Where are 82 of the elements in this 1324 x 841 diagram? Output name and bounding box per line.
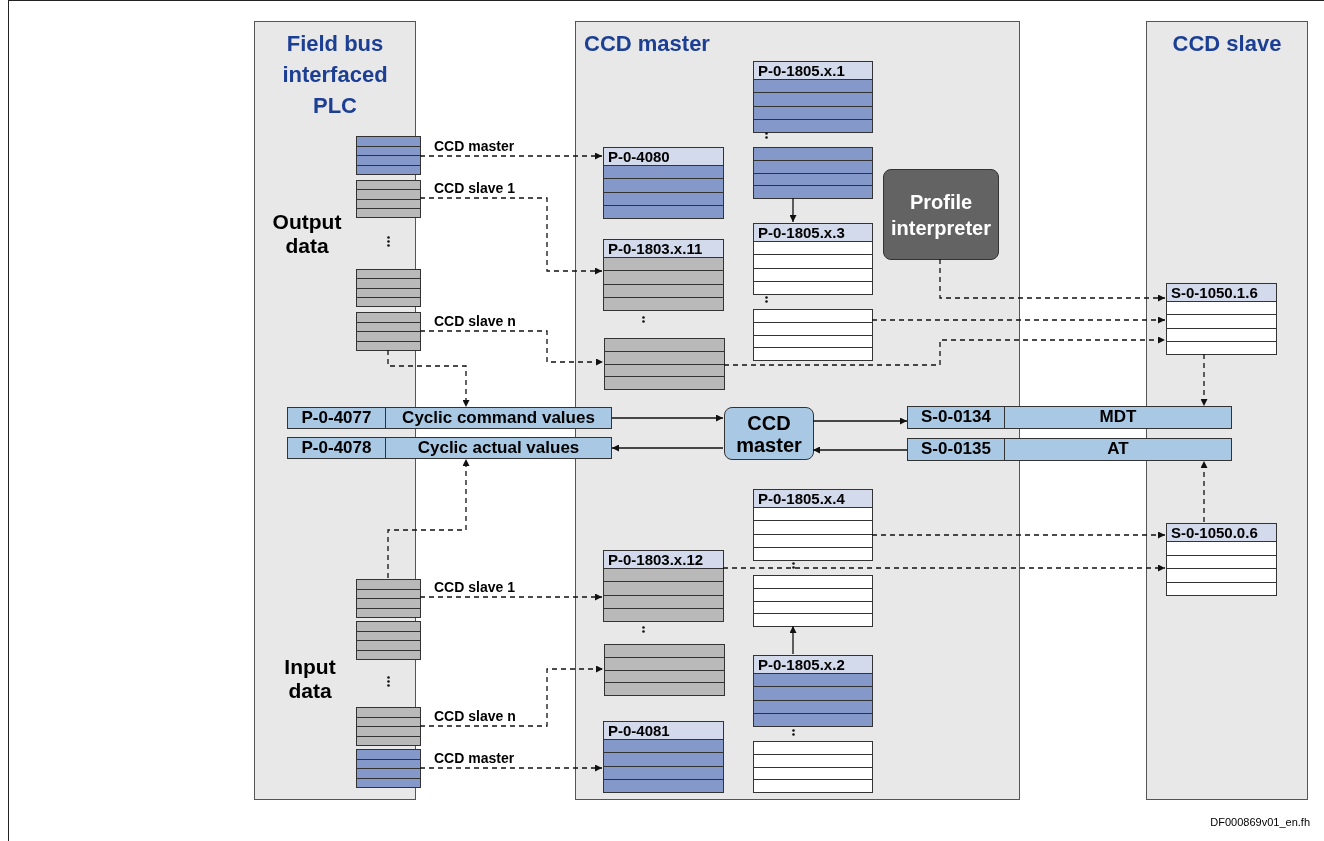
register-table xyxy=(753,223,873,295)
dashed-arrow xyxy=(419,152,603,160)
register-table xyxy=(356,312,421,351)
register-table xyxy=(603,550,724,622)
arrow xyxy=(789,625,797,655)
arrow xyxy=(812,417,908,425)
process-box: Profile interpreter xyxy=(883,169,999,260)
register-name: P-0-1805.x.4 xyxy=(754,490,872,508)
register-table xyxy=(356,621,421,660)
parameter-bar xyxy=(907,406,1232,429)
document-id: DF000869v01_en.fh xyxy=(1209,815,1310,829)
parameter-number: P-0-4078 xyxy=(288,438,386,458)
arrow xyxy=(789,197,797,223)
dashed-arrow xyxy=(419,330,604,366)
edge-label: CCD slave n xyxy=(434,708,516,724)
parameter-description: AT xyxy=(1106,439,1130,460)
register-name: S-0-1050.0.6 xyxy=(1167,524,1276,542)
register-table xyxy=(356,579,421,618)
register-table xyxy=(356,707,421,746)
register-table xyxy=(753,309,873,361)
parameter-bar xyxy=(287,437,612,459)
register-table xyxy=(603,239,724,311)
panel-title: Field bus interfaced PLC xyxy=(281,30,389,120)
dashed-arrow xyxy=(871,531,1166,539)
edge-label: CCD master xyxy=(434,750,515,766)
parameter-description: MDT xyxy=(1098,407,1138,428)
dashed-arrow xyxy=(419,197,603,275)
parameter-number: S-0-0135 xyxy=(908,439,1005,460)
parameter-bar xyxy=(287,407,612,429)
dashed-arrow xyxy=(419,593,603,601)
register-table xyxy=(604,644,725,696)
register-name: P-0-1805.x.3 xyxy=(754,224,872,242)
register-name: P-0-1803.x.12 xyxy=(604,551,723,569)
register-table xyxy=(753,61,873,133)
dashed-arrow xyxy=(1200,460,1208,523)
register-table xyxy=(1166,283,1277,355)
section-label: Output data xyxy=(271,210,343,258)
register-table xyxy=(356,180,421,218)
register-name: S-0-1050.1.6 xyxy=(1167,284,1276,302)
register-table xyxy=(356,749,421,788)
register-name: P-0-1805.x.1 xyxy=(754,62,872,80)
arrow xyxy=(611,414,724,422)
register-name: P-0-4080 xyxy=(604,148,723,166)
edge-label: CCD slave 1 xyxy=(434,579,515,595)
parameter-description: Cyclic command values xyxy=(401,408,596,428)
register-table xyxy=(604,338,725,390)
edge-label: CCD slave 1 xyxy=(434,180,515,196)
register-table xyxy=(356,269,421,307)
dashed-arrow xyxy=(387,349,470,408)
dashed-arrow xyxy=(387,458,470,579)
register-name: P-0-1803.x.11 xyxy=(604,240,723,258)
parameter-bar xyxy=(907,438,1232,461)
parameter-number: S-0-0134 xyxy=(908,407,1005,428)
panel-title: CCD master xyxy=(584,30,710,58)
dashed-arrow xyxy=(722,564,1166,572)
dashed-arrow xyxy=(723,336,1166,366)
register-table xyxy=(603,147,724,219)
panel xyxy=(1146,21,1308,800)
register-table xyxy=(753,741,873,793)
register-table xyxy=(753,575,873,627)
dashed-arrow xyxy=(871,316,1166,324)
dashed-arrow xyxy=(939,258,1166,302)
register-table xyxy=(753,655,873,727)
parameter-number: P-0-4077 xyxy=(288,408,386,428)
register-table xyxy=(356,136,421,175)
dashed-arrow xyxy=(1200,353,1208,407)
controller-box: CCD master xyxy=(724,407,814,460)
edge-label: CCD slave n xyxy=(434,313,516,329)
edge-label: CCD master xyxy=(434,138,515,154)
arrow xyxy=(812,446,908,454)
dashed-arrow xyxy=(419,764,603,772)
register-table xyxy=(753,489,873,561)
panel-title: CCD slave xyxy=(1171,30,1283,58)
section-label: Input data xyxy=(283,655,337,703)
register-name: P-0-4081 xyxy=(604,722,723,740)
register-table xyxy=(1166,523,1277,596)
register-table xyxy=(753,147,873,199)
arrow xyxy=(611,444,724,452)
dashed-arrow xyxy=(419,665,604,727)
parameter-description: Cyclic actual values xyxy=(416,438,581,458)
register-table xyxy=(603,721,724,793)
register-name: P-0-1805.x.2 xyxy=(754,656,872,674)
